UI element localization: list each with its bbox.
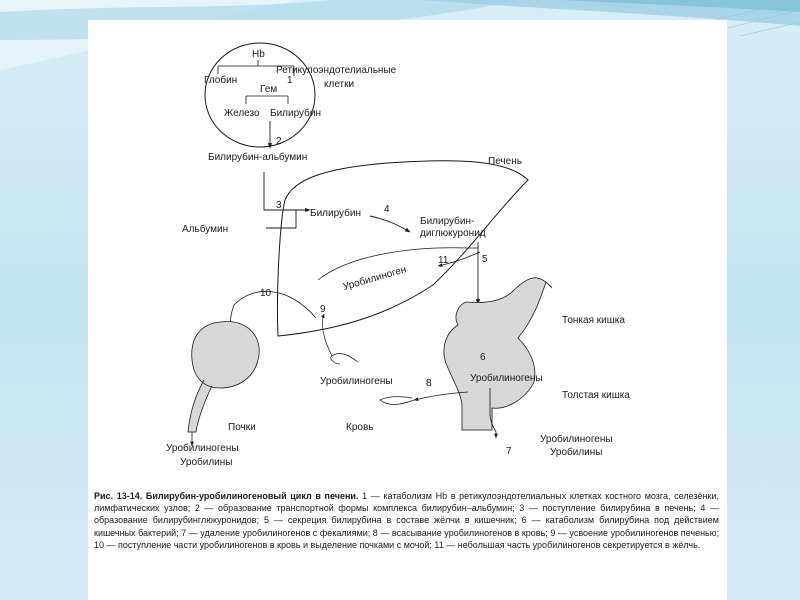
liver-outline xyxy=(276,160,529,337)
liver-label: Печень xyxy=(488,156,522,167)
urobilinogens-intestine-label: Уробилиногены xyxy=(470,372,543,384)
number-11: 11 xyxy=(438,255,449,266)
bilirubin-cell-label: Билирубин xyxy=(270,107,321,119)
feces-out-line2: Уробилины xyxy=(550,446,602,458)
reticulo-label-line2: клетки xyxy=(324,79,354,90)
bilirubin-cycle-diagram: Hb Глобин 1 Гем Железо Билирубин Ретикул… xyxy=(166,42,630,468)
iron-label: Железо xyxy=(224,108,260,119)
large-intestine-label: Толстая кишка xyxy=(562,390,630,401)
feces-out-line1: Уробилиногены xyxy=(540,433,613,445)
figure-caption: Рис. 13-14. Билирубин-уробилиногеновый ц… xyxy=(94,490,719,551)
kidney-out-line1: Уробилиногены xyxy=(166,442,239,454)
number-10: 10 xyxy=(260,288,272,299)
reticulo-label-line1: Ретикулоэндотелиальные xyxy=(276,65,397,76)
kidney xyxy=(187,321,260,433)
bili-glucuronide-line2: диглюкуронид xyxy=(420,228,486,239)
small-intestine-label: Тонкая кишка xyxy=(562,315,625,326)
albumin-label: Альбумин xyxy=(182,223,228,235)
kidney-out-line2: Уробилины xyxy=(180,456,232,468)
bilirubin-liver-label: Билирубин xyxy=(310,207,361,219)
urobilinogens-blood-label: Уробилиногены xyxy=(320,375,393,387)
number-7: 7 xyxy=(506,446,512,457)
reticuloendothelial-cell xyxy=(204,42,316,148)
caption-text: 1 — катаболизм Hb в ретикулоэндотелиальн… xyxy=(94,491,719,550)
number-6: 6 xyxy=(480,352,486,363)
hb-label: Hb xyxy=(252,49,265,60)
number-5: 5 xyxy=(482,254,488,265)
urobilinogen-liver-label: Уробилиноген xyxy=(342,263,408,293)
globin-label: Глобин xyxy=(204,74,237,86)
caption-title: Рис. 13-14. Билирубин-уробилиногеновый ц… xyxy=(94,491,359,501)
gem-label: Гем xyxy=(260,84,277,95)
blood-vessel xyxy=(379,396,415,405)
number-9: 9 xyxy=(320,304,326,315)
number-3: 3 xyxy=(276,200,282,211)
blood-label: Кровь xyxy=(346,422,373,433)
kidneys-label: Почки xyxy=(228,422,256,433)
number-8: 8 xyxy=(426,378,432,389)
number-4: 4 xyxy=(384,204,390,215)
content-panel: Hb Глобин 1 Гем Железо Билирубин Ретикул… xyxy=(88,20,727,600)
bili-albumin-label: Билирубин-альбумин xyxy=(208,151,307,163)
intestine xyxy=(443,277,553,431)
number-2: 2 xyxy=(276,136,282,147)
number-1: 1 xyxy=(287,75,293,86)
bili-glucuronide-line1: Билирубин- xyxy=(420,215,474,227)
